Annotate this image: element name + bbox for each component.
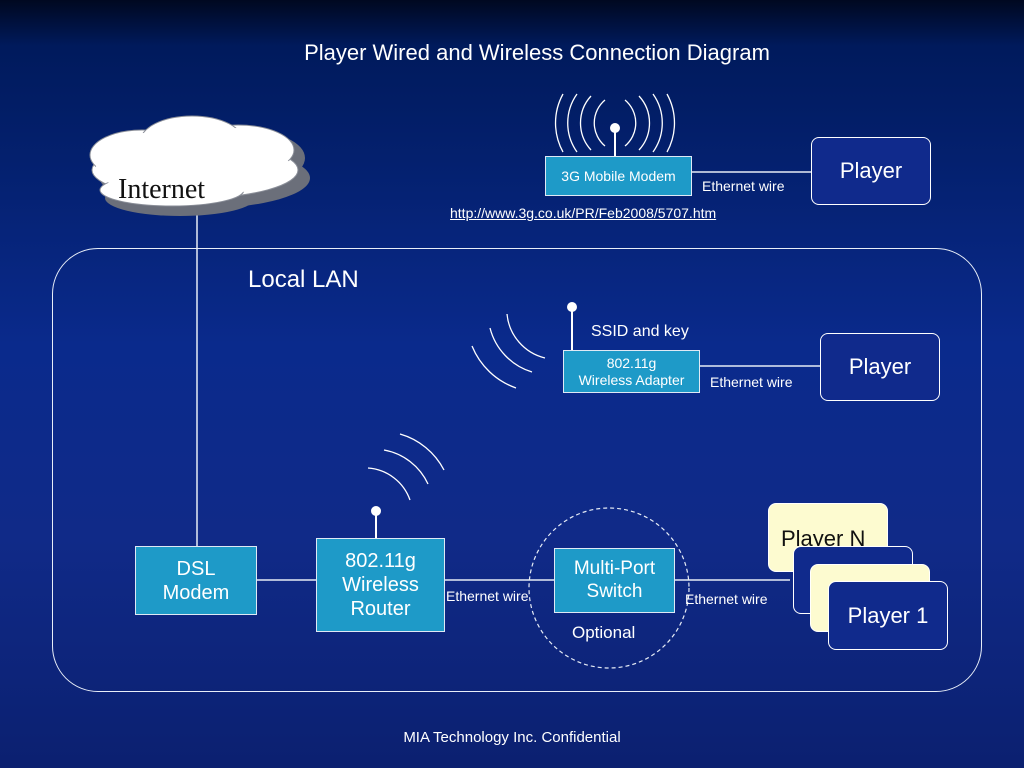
switch-line2: Switch [586,580,643,602]
modem3g-wire-label: Ethernet wire [702,178,785,194]
dsl-line1: DSL [176,557,216,580]
internet-cloud-icon [89,115,310,216]
player-3g-label: Player [839,158,903,183]
wireless-router-box: 802.11g Wireless Router [316,538,445,632]
player-1-box: Player 1 [828,581,948,650]
player-adapter-label: Player [848,354,912,379]
multiport-switch-box: Multi-Port Switch [554,548,675,613]
footer-confidential: MIA Technology Inc. Confidential [403,729,621,746]
router-line3: Router [350,598,411,620]
router-line1: 802.11g [345,550,416,572]
page-title: Player Wired and Wireless Connection Dia… [304,40,770,65]
modem3g-box: 3G Mobile Modem [545,156,692,196]
adapter-line1: 802.11g [606,354,657,371]
router-antenna-icon [367,433,445,538]
adapter-antenna-icon [471,302,577,389]
modem3g-url-link[interactable]: http://www.3g.co.uk/PR/Feb2008/5707.htm [450,205,717,221]
internet-label: Internet [118,174,206,205]
switch-wire-label: Ethernet wire [685,591,768,607]
wireless-adapter-box: 802.11g Wireless Adapter [563,350,700,393]
local-lan-boundary [52,248,982,692]
player-3g-box: Player [811,137,931,205]
modem3g-label: 3G Mobile Modem [561,167,676,184]
ssid-key-label: SSID and key [591,323,689,340]
router-line2: Wireless [342,574,419,596]
modem3g-antenna-icon [554,93,676,156]
local-lan-label: Local LAN [248,266,359,293]
adapter-line2: Wireless Adapter [578,371,685,388]
player-1-label: Player 1 [847,602,929,628]
dsl-modem-box: DSL Modem [135,546,257,615]
optional-label: Optional [572,623,636,642]
adapter-wire-label: Ethernet wire [710,374,793,390]
router-wire-label: Ethernet wire [446,588,529,604]
switch-line1: Multi-Port [573,557,656,579]
player-adapter-box: Player [820,333,940,401]
dsl-line2: Modem [162,581,230,604]
optional-switch-circle [528,507,690,669]
